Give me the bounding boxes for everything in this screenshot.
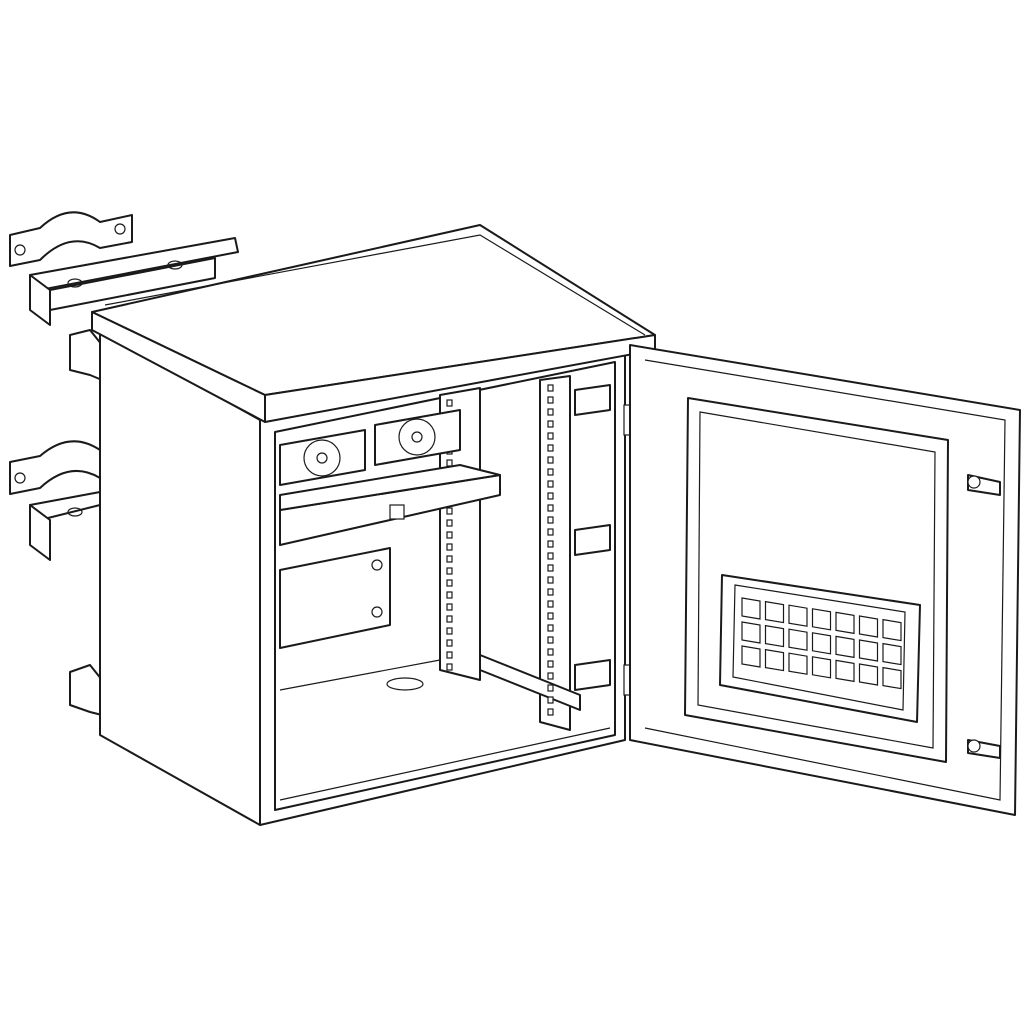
rail-hole xyxy=(446,651,453,659)
rail-hole xyxy=(547,432,554,440)
rail-hole xyxy=(446,399,453,407)
rail-hole xyxy=(547,420,554,428)
grid-cell xyxy=(882,618,902,642)
rail-hole xyxy=(547,492,554,500)
grid-cell xyxy=(764,648,785,672)
fan-tray xyxy=(279,464,501,546)
rail-hole xyxy=(446,603,453,611)
rail-hole xyxy=(547,648,554,656)
grid-cell xyxy=(788,604,808,627)
rail-hole xyxy=(547,504,554,512)
rail-hole xyxy=(446,591,453,599)
rail-hole xyxy=(446,519,453,527)
grid-cell xyxy=(811,632,832,655)
rail-hole xyxy=(547,444,554,452)
rail-hole xyxy=(446,663,453,671)
rail-hole xyxy=(547,468,554,476)
rail-hole xyxy=(547,624,554,632)
rail-hole xyxy=(547,384,554,392)
mounting-plate xyxy=(279,547,391,649)
rail-hole xyxy=(446,627,453,635)
grid-cell xyxy=(835,611,855,635)
cabinet-door xyxy=(629,344,1021,816)
rail-hole xyxy=(547,516,554,524)
grid-cell xyxy=(882,666,902,690)
rail-hole xyxy=(547,540,554,548)
grid-cell xyxy=(835,659,855,683)
rail-hole xyxy=(547,696,554,704)
rail-hole xyxy=(547,636,554,644)
rail-hole xyxy=(446,567,453,575)
grid-cell xyxy=(811,608,832,631)
rail-hole xyxy=(547,708,554,716)
grid-cell xyxy=(835,635,855,659)
rail-hole xyxy=(547,552,554,560)
grid-cell xyxy=(858,639,879,662)
grid-cell xyxy=(764,624,785,648)
rail-hole xyxy=(446,555,453,563)
grid-cell xyxy=(788,628,808,651)
cable-entry-grid xyxy=(741,597,902,690)
rail-hole xyxy=(547,660,554,668)
rail-hole xyxy=(547,528,554,536)
rail-hole xyxy=(547,672,554,680)
rail-hole xyxy=(446,615,453,623)
rail-hole xyxy=(446,639,453,647)
rail-hole xyxy=(446,531,453,539)
cabinet-roof xyxy=(91,224,656,423)
grid-cell xyxy=(741,621,761,644)
grid-cell xyxy=(741,597,761,620)
rail-hole xyxy=(547,480,554,488)
rail-hole xyxy=(547,396,554,404)
rail-hole xyxy=(547,684,554,692)
rail-hole xyxy=(446,459,453,467)
rail-hole xyxy=(547,456,554,464)
rail-hole xyxy=(446,507,453,515)
rail-hole xyxy=(547,588,554,596)
fan-right xyxy=(374,409,461,466)
rail-hole xyxy=(446,579,453,587)
grid-cell xyxy=(858,615,879,638)
rail-hole xyxy=(547,576,554,584)
rail-hole xyxy=(446,543,453,551)
pole-bracket-upper xyxy=(9,211,239,381)
grid-cell xyxy=(858,663,879,686)
rail-hole xyxy=(547,612,554,620)
grid-cell xyxy=(764,600,785,624)
grid-cell xyxy=(882,642,902,666)
fan-left xyxy=(279,429,366,486)
grid-cell xyxy=(811,656,832,679)
pole-bracket-lower xyxy=(9,440,103,716)
door-locks[interactable] xyxy=(967,474,1001,759)
grid-cell xyxy=(788,652,808,675)
rail-hole xyxy=(547,408,554,416)
rail-hole xyxy=(547,564,554,572)
power-switch-icon xyxy=(389,504,405,520)
rail-hole xyxy=(547,600,554,608)
grid-cell xyxy=(741,645,761,668)
